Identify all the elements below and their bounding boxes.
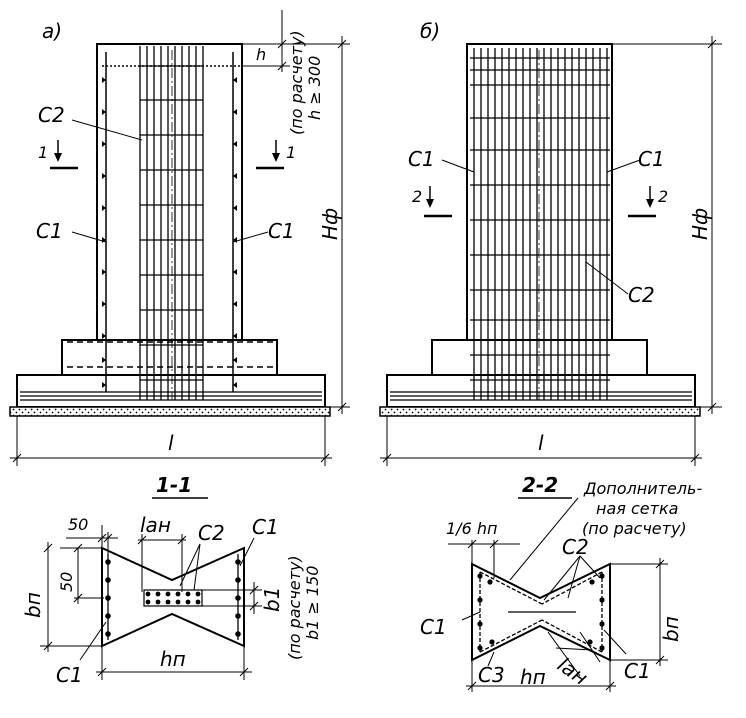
section-2-2-bn-label: bп bbox=[659, 616, 683, 642]
panel-a-h-label: h bbox=[256, 45, 266, 64]
section-1-1-c2-mesh bbox=[143, 589, 203, 607]
section-1-1-dim-50-side: 50 bbox=[57, 572, 76, 592]
section-2-2-dimensions bbox=[448, 497, 668, 692]
panel-a-section-num-left: 1 bbox=[38, 143, 48, 162]
section-1-1-note-line1: (по расчету) bbox=[285, 555, 304, 660]
panel-b-section-num-left: 2 bbox=[412, 187, 422, 206]
panel-b: б) bbox=[379, 19, 722, 466]
panel-a-l-dimension bbox=[10, 416, 332, 466]
panel-b-section-arrows bbox=[429, 186, 651, 206]
section-1-1-c1-top-label: C1 bbox=[252, 515, 279, 539]
section-2-2: 2-2 bbox=[420, 473, 702, 692]
panel-b-c1-left-label: C1 bbox=[408, 147, 435, 171]
section-1-1-lan-label: lан bbox=[140, 513, 171, 537]
section-2-2-c3-label: C3 bbox=[478, 663, 505, 687]
panel-b-section-num-right: 2 bbox=[658, 187, 668, 206]
section-1-1: 1-1 bbox=[21, 473, 322, 687]
panel-b-hf-label: Hф bbox=[688, 208, 712, 240]
panel-b-hf-dimension bbox=[612, 36, 722, 414]
section-2-2-one-sixth-label: 1/6 hп bbox=[446, 519, 497, 538]
section-1-1-dim-50-top: 50 bbox=[68, 515, 88, 534]
panel-a-c1-left-label: C1 bbox=[36, 219, 63, 243]
panel-b-l-label: l bbox=[538, 431, 544, 455]
panel-b-l-dimension bbox=[380, 416, 702, 466]
section-2-2-note-line2: ная сетка bbox=[596, 499, 678, 518]
section-2-2-c2-label: C2 bbox=[562, 535, 589, 559]
panel-a-c1-right-label: C1 bbox=[268, 219, 295, 243]
section-1-1-dimensions bbox=[40, 525, 262, 680]
section-2-2-bar-dots bbox=[477, 573, 605, 651]
section-2-2-note-line3: (по расчету) bbox=[582, 519, 687, 538]
section-1-1-c2-dots bbox=[145, 591, 201, 605]
section-1-1-bar-dots bbox=[105, 559, 241, 637]
section-2-2-c1-right-label: C1 bbox=[624, 659, 651, 683]
section-1-1-note-line2: b1 ≥ 150 bbox=[303, 566, 322, 640]
panel-a-hf-dimension bbox=[242, 36, 350, 414]
section-2-2-inner-bars bbox=[479, 571, 603, 653]
panel-b-c2-label: C2 bbox=[628, 283, 655, 307]
panel-a-note-line2: h ≥ 300 bbox=[305, 56, 324, 120]
section-2-2-hn-label: hп bbox=[520, 665, 546, 689]
panel-a-section-num-right: 1 bbox=[286, 143, 296, 162]
panel-a-letter: а) bbox=[42, 19, 62, 43]
section-2-2-title: 2-2 bbox=[522, 473, 558, 497]
panel-a-note-line1: (по расчету) bbox=[287, 30, 306, 135]
panel-a-slab-bars bbox=[20, 391, 322, 401]
section-2-2-c1-left-label: C1 bbox=[420, 615, 447, 639]
section-2-2-note-line1: Дополнитель- bbox=[583, 479, 702, 498]
panel-a-section-arrowheads bbox=[54, 153, 280, 162]
panel-b-slab-bars bbox=[390, 391, 692, 401]
panel-a-section-arrows bbox=[57, 140, 277, 160]
panel-a-hf-label: Hф bbox=[318, 208, 342, 240]
section-1-1-outline bbox=[101, 546, 245, 648]
panel-b-c1-right-label: C1 bbox=[638, 147, 665, 171]
section-1-1-b1-label: b1 bbox=[260, 587, 284, 612]
panel-b-mesh bbox=[470, 48, 610, 400]
section-1-1-hn-label: hп bbox=[160, 647, 186, 671]
panel-b-leaders bbox=[441, 159, 641, 295]
panel-a: а) bbox=[9, 10, 350, 466]
panel-a-leaders bbox=[71, 119, 269, 243]
panel-b-letter: б) bbox=[420, 19, 440, 43]
panel-b-outline bbox=[386, 43, 696, 408]
section-1-1-title: 1-1 bbox=[156, 473, 192, 497]
panel-b-section-arrowheads bbox=[426, 199, 654, 208]
section-1-1-bn-label: bп bbox=[21, 592, 45, 618]
section-1-1-c1-bottom-label: C1 bbox=[56, 663, 83, 687]
panel-a-concrete-prep bbox=[9, 406, 331, 417]
panel-a-c1-bars bbox=[67, 52, 275, 392]
panel-b-concrete-prep bbox=[379, 406, 701, 417]
section-1-1-c2-label: C2 bbox=[198, 521, 225, 545]
panel-a-c2-mesh bbox=[139, 46, 204, 400]
panel-a-l-label: l bbox=[168, 431, 174, 455]
panel-a-c2-label: C2 bbox=[38, 103, 65, 127]
section-2-2-lan-label: lан bbox=[553, 652, 592, 689]
